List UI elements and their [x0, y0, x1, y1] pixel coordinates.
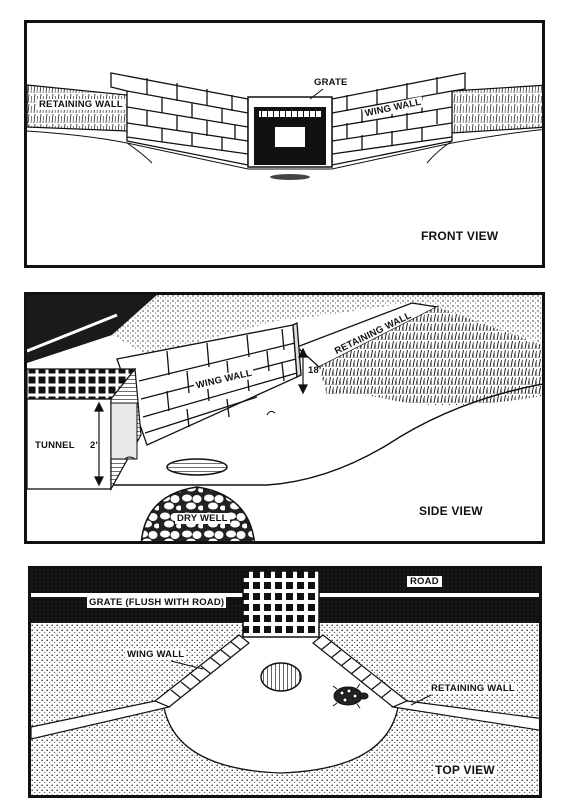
side-view-panel: RETAINING WALL WING WALL 18' TUNNEL 2' D…	[24, 292, 545, 544]
top-view-panel: ROAD GRATE (FLUSH WITH ROAD) WING WALL R…	[28, 566, 542, 798]
side-wall-height-label: 18'	[308, 365, 322, 376]
front-right-wing-wall	[331, 72, 466, 166]
front-view-title: FRONT VIEW	[421, 229, 499, 243]
front-grate-label: GRATE	[314, 77, 348, 88]
front-drain	[270, 174, 310, 180]
side-drain	[166, 458, 228, 476]
top-turtle	[332, 683, 369, 709]
top-grate-label: GRATE (FLUSH WITH ROAD)	[87, 597, 227, 608]
top-grate	[242, 570, 320, 638]
side-grass-slope	[319, 307, 542, 406]
front-right-retaining-wall	[451, 84, 542, 134]
side-tunnel	[27, 367, 142, 492]
top-view-drawing	[31, 569, 539, 795]
side-tunnel-height-label: 2'	[90, 440, 98, 451]
side-road	[27, 295, 157, 363]
front-view-drawing	[27, 72, 542, 180]
top-retaining-wall-label: RETAINING WALL	[429, 683, 517, 694]
front-view-panel: GRATE RETAINING WALL WING WALL FRONT VIE…	[24, 20, 545, 268]
side-dimension-arrows	[94, 347, 308, 487]
top-left-retaining-wall	[31, 700, 171, 740]
top-tunnel-floor	[163, 635, 399, 773]
side-view-title: SIDE VIEW	[419, 504, 483, 518]
top-road-label: ROAD	[407, 576, 442, 587]
top-view-title: TOP VIEW	[433, 763, 497, 777]
top-right-retaining-wall	[390, 700, 539, 731]
front-tunnel-opening	[247, 96, 333, 168]
side-tunnel-label: TUNNEL	[35, 440, 75, 451]
top-wing-wall-label: WING WALL	[125, 649, 187, 660]
top-drain	[260, 662, 302, 692]
side-dry-well-label: DRY WELL	[175, 513, 230, 524]
front-retaining-wall-label: RETAINING WALL	[37, 99, 125, 110]
front-left-wing-wall	[110, 72, 249, 166]
